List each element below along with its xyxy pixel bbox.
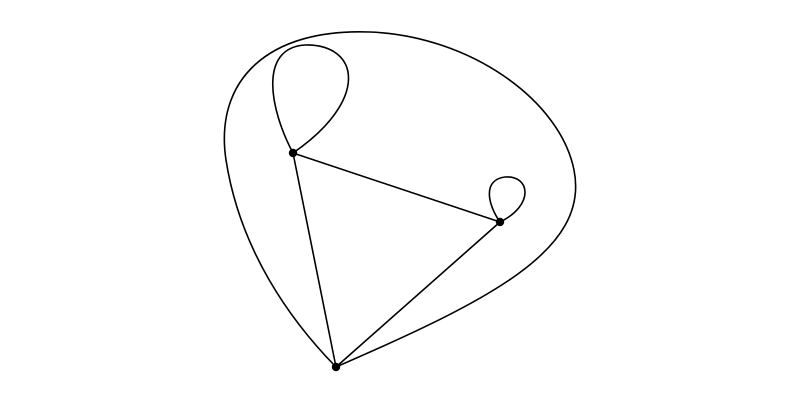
vertex-c: [331, 362, 341, 372]
vertex-b: [495, 217, 505, 227]
vertex-a: [288, 148, 298, 158]
edge-outer: [223, 31, 577, 368]
edge-bc: [335, 221, 501, 368]
edge-loop-a: [272, 44, 350, 154]
vertices-group: [288, 148, 505, 372]
edge-loop-b: [488, 176, 526, 223]
edge-ab: [292, 152, 501, 223]
edge-ac: [292, 152, 337, 368]
edges-group: [223, 31, 577, 368]
